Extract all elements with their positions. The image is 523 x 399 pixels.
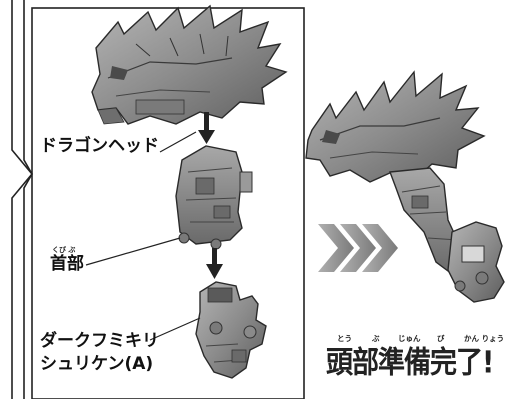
completion-title: 頭部準備完了! <box>326 345 494 381</box>
triple-chevron-right-icon <box>318 224 398 272</box>
step-frame <box>11 0 305 399</box>
neck-ruby: くび ぶ <box>52 246 76 254</box>
shuriken-part <box>195 281 267 379</box>
dragon-head-label: ドラゴンヘッド <box>40 136 159 156</box>
neck-label: 首部 <box>50 254 84 274</box>
down-arrow-icon <box>206 248 223 279</box>
completion-furigana-jun: じゅん <box>398 334 421 343</box>
completion-furigana-tou: とう <box>337 334 352 343</box>
assembled-dragon-head <box>305 70 505 303</box>
shuriken-label-line1: ダークフミキリ <box>40 331 159 351</box>
dragon-head-part <box>91 4 288 125</box>
completion-furigana-bu: ぶ <box>372 334 380 343</box>
completion-furigana-bi: び <box>437 334 445 343</box>
completion-furigana-kanryou: かん りょう <box>464 334 505 343</box>
shuriken-label-line2: シュリケン(A) <box>40 354 154 374</box>
down-arrow-icon <box>198 112 215 144</box>
neck-part <box>175 145 253 250</box>
leader-lines <box>85 131 201 341</box>
